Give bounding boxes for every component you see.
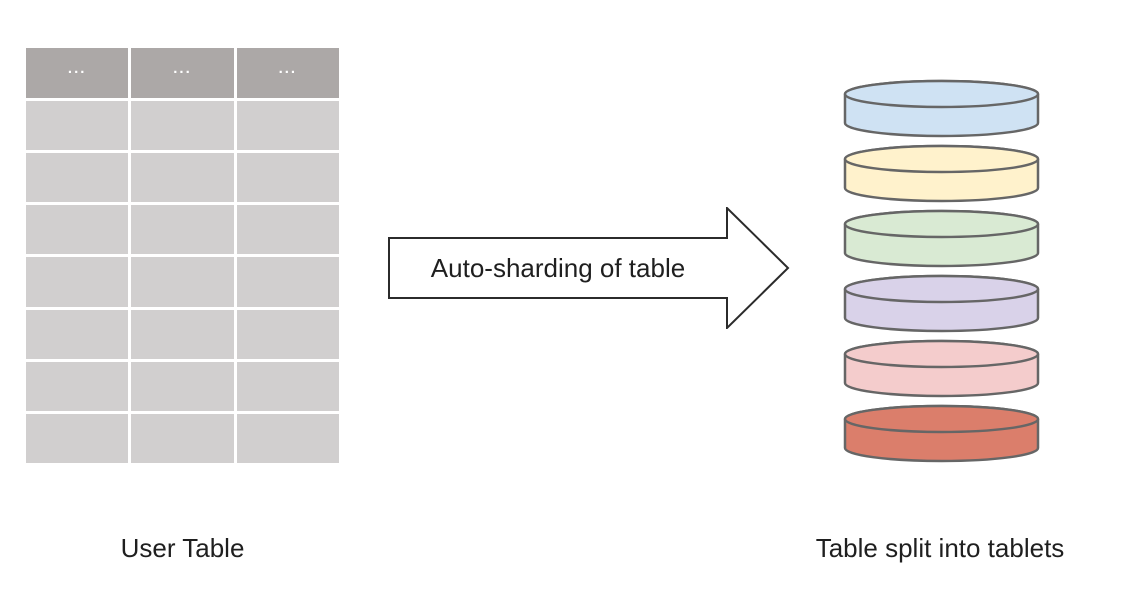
table-header-dots: ...: [173, 59, 192, 77]
tablet-cylinder: [843, 404, 1040, 463]
table-header-cell: ...: [131, 48, 234, 98]
user-table: .........: [26, 48, 339, 463]
cylinder-top: [843, 79, 1040, 109]
tablets-stack: [842, 79, 1041, 465]
table-cell: [236, 413, 339, 463]
table-cell: [131, 101, 234, 151]
table-header-cell: ...: [26, 48, 129, 98]
tablets-caption: Table split into tablets: [815, 533, 1065, 563]
table-cell: [26, 413, 129, 463]
tablet-cylinder: [843, 79, 1040, 138]
arrow-label: Auto-sharding of table: [431, 253, 685, 283]
table-cell: [131, 257, 234, 307]
table-cell: [26, 361, 129, 411]
table-cell: [26, 309, 129, 359]
tablet-cylinder: [843, 339, 1040, 398]
cylinder-top: [843, 144, 1040, 174]
table-cell: [236, 309, 339, 359]
table-header-dots: ...: [67, 59, 87, 77]
table-cell: [26, 257, 129, 307]
tablet-cylinder: [843, 144, 1040, 203]
table-cell: [131, 413, 234, 463]
table-cell: [26, 101, 129, 151]
arrow-shape: [388, 207, 790, 329]
table-cell: [131, 205, 234, 255]
table-header-cell: ...: [236, 48, 339, 98]
cylinder-top: [843, 404, 1040, 434]
cylinder-top: [843, 339, 1040, 369]
table-cell: [236, 153, 339, 203]
table-cell: [26, 153, 129, 203]
cylinder-top: [843, 274, 1040, 304]
table-cell: [236, 361, 339, 411]
table-cell: [131, 153, 234, 203]
tablet-cylinder: [843, 209, 1040, 268]
table-cell: [236, 101, 339, 151]
table-cell: [131, 361, 234, 411]
table-cell: [236, 205, 339, 255]
table-cell: [236, 257, 339, 307]
table-cell: [26, 205, 129, 255]
tablet-cylinder: [843, 274, 1040, 333]
user-table-caption: User Table: [120, 533, 245, 563]
table-header-dots: ...: [278, 59, 298, 77]
auto-sharding-arrow: Auto-sharding of table: [388, 207, 790, 329]
table-cell: [131, 309, 234, 359]
cylinder-top: [843, 209, 1040, 239]
